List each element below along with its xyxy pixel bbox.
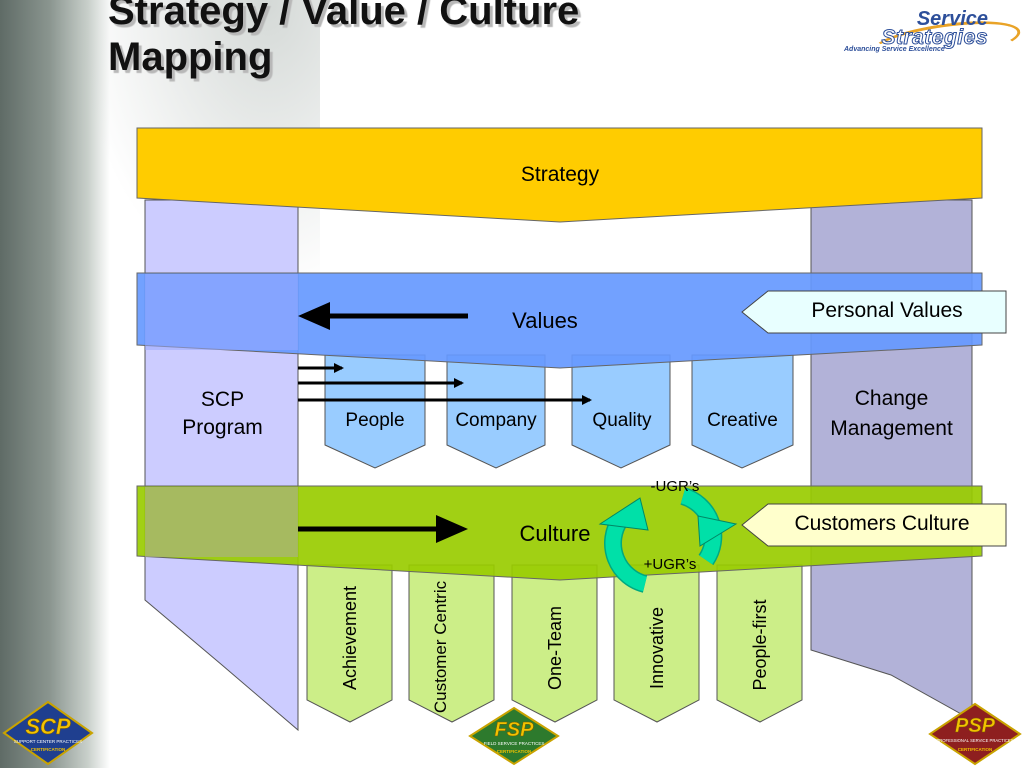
culture-label-innovative: Innovative (647, 606, 667, 690)
logo-line-2: Strategies (881, 26, 988, 50)
fsp-certification-badge: FSP FIELD SERVICE PRACTICES CERTIFICATIO… (468, 706, 560, 766)
scp-program-label: SCP Program (150, 386, 295, 442)
culture-label-people-first: People-first (750, 599, 770, 691)
scp-badge-code: SCP (25, 714, 71, 739)
psp-badge-cert: CERTIFICATION (958, 747, 992, 752)
service-strategies-logo: Service Strategies Advancing Service Exc… (842, 6, 1023, 71)
scp-program-line-1: SCP (200, 388, 245, 411)
scp-program-line-2: Program (182, 416, 263, 439)
value-label-people: People (345, 410, 405, 431)
culture-label-one-team: One-Team (545, 605, 565, 691)
value-label-company: Company (455, 410, 537, 431)
strategy-band (136, 127, 983, 223)
ugr-minus-label: -UGR’s (650, 478, 700, 495)
culture-label: Culture (519, 521, 591, 546)
values-label: Values (512, 308, 578, 333)
personal-values-callout (741, 290, 1007, 334)
ugr-cycle-icon (598, 487, 738, 593)
value-label-quality: Quality (592, 410, 652, 431)
scp-badge-line: SUPPORT CENTER PRACTICES (14, 739, 82, 744)
fsp-badge-line: FIELD SERVICE PRACTICES (484, 741, 545, 746)
slide-title: Strategy / Value / Culture Mapping (108, 0, 579, 80)
customers-culture-callout (741, 503, 1007, 547)
change-management-label: Change Management (811, 384, 972, 444)
title-line-1: Strategy / Value / Culture (108, 0, 580, 33)
fsp-badge-code: FSP (495, 719, 535, 741)
change-management-line-1: Change (854, 387, 929, 410)
scp-badge-cert: CERTIFICATION (31, 747, 65, 752)
strategy-label: Strategy (520, 163, 600, 186)
title-line-2: Mapping (108, 35, 273, 79)
culture-right-arrowhead-icon (436, 515, 468, 543)
scp-certification-badge: SCP SUPPORT CENTER PRACTICES CERTIFICATI… (2, 700, 94, 766)
fsp-badge-cert: CERTIFICATION (497, 749, 531, 754)
background-photo-strip (0, 0, 110, 768)
culture-label-customer-centric: Customer Centric (431, 580, 450, 714)
ugr-plus-label: +UGR’s (643, 556, 697, 573)
value-label-creative: Creative (707, 410, 778, 431)
customers-culture-label: Customers Culture (794, 512, 970, 535)
change-management-line-2: Management (830, 417, 953, 440)
culture-label-achievement: Achievement (340, 585, 360, 691)
logo-line-1: Service (916, 8, 988, 30)
psp-badge-code: PSP (955, 715, 996, 737)
logo-tagline: Advancing Service Excellence (844, 46, 945, 53)
values-left-arrowhead-icon (298, 302, 330, 330)
personal-values-label: Personal Values (811, 299, 963, 322)
scp-culture-overlap (145, 487, 298, 557)
psp-badge-line: PROFESSIONAL SERVICE PRACTICES (936, 738, 1013, 743)
psp-certification-badge: PSP PROFESSIONAL SERVICE PRACTICES CERTI… (928, 702, 1022, 766)
scp-values-overlap (145, 274, 298, 350)
